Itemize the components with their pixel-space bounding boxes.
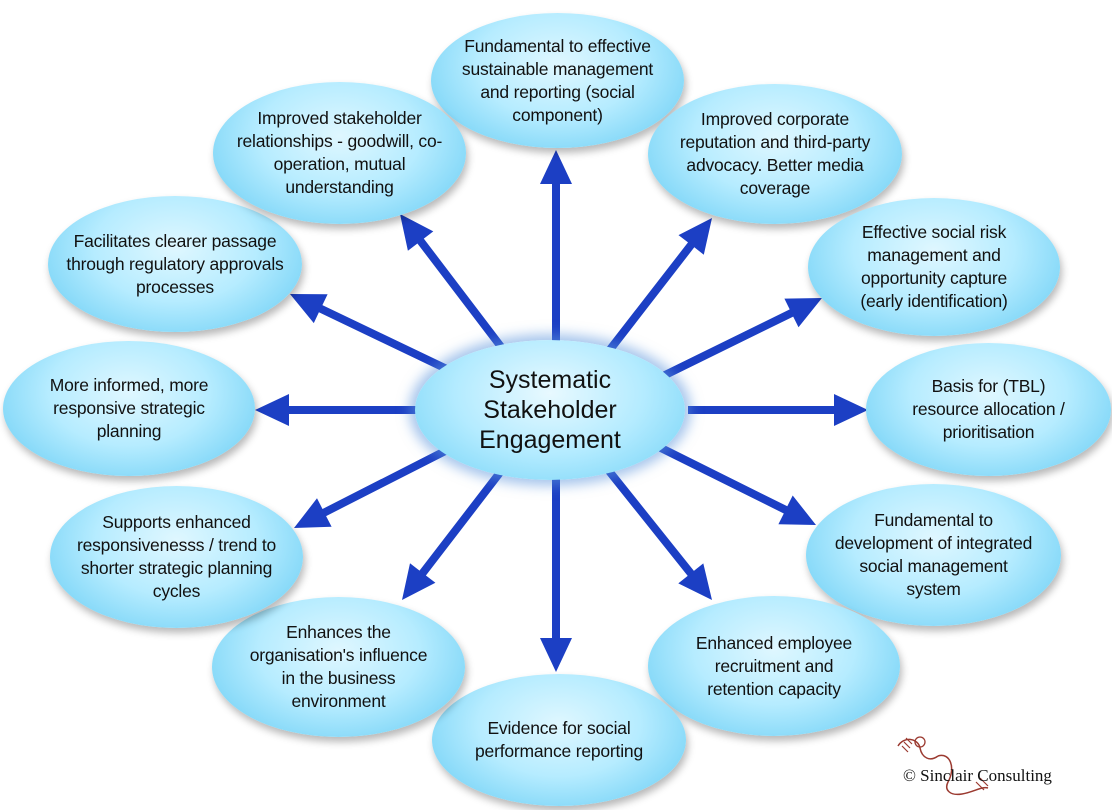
node-right-upper: Effective social risk management and opp… xyxy=(808,198,1060,336)
node-left-upper: Facilitates clearer passage through regu… xyxy=(48,196,302,332)
copyright-text: © Sinclair Consulting xyxy=(903,766,1052,785)
node-bottom-right: Enhanced employee recruitment and retent… xyxy=(648,596,900,736)
arrow-to-bottom xyxy=(540,472,572,672)
node-left-label: More informed, more responsive strategic… xyxy=(49,375,209,441)
node-right-lower: Fundamental to development of integrated… xyxy=(806,484,1061,626)
arrow-to-top-left xyxy=(400,214,509,355)
arrow-to-right-lower xyxy=(653,441,816,525)
node-left-upper-label: Facilitates clearer passage through regu… xyxy=(66,230,284,297)
arrow-to-right xyxy=(688,394,868,426)
node-top-right: Improved corporate reputation and third-… xyxy=(648,84,902,224)
sinclair-logo-icon xyxy=(897,736,989,796)
center-node-label: Systematic Stakeholder Engagement xyxy=(479,366,621,454)
node-bottom-left-label: Enhances the organisation's influence in… xyxy=(249,622,428,711)
node-top-left: Improved stakeholder relationships - goo… xyxy=(213,82,466,224)
node-bottom-left: Enhances the organisation's influence in… xyxy=(212,597,465,737)
node-top-left-label: Improved stakeholder relationships - goo… xyxy=(236,108,443,197)
node-right: Basis for (TBL) resource allocation / pr… xyxy=(866,343,1111,476)
node-top: Fundamental to effective sustainable man… xyxy=(431,13,684,148)
node-bottom-label: Evidence for social performance reportin… xyxy=(475,718,643,761)
arrow-to-right-upper xyxy=(653,298,822,384)
node-top-label: Fundamental to effective sustainable man… xyxy=(461,35,654,125)
node-left: More informed, more responsive strategic… xyxy=(3,341,255,476)
node-right-label: Basis for (TBL) resource allocation / pr… xyxy=(912,376,1065,442)
node-right-upper-label: Effective social risk management and opp… xyxy=(860,222,1008,311)
arrow-to-left-upper xyxy=(290,294,455,376)
node-bottom: Evidence for social performance reportin… xyxy=(432,674,686,806)
arrow-to-bottom-left xyxy=(402,463,509,600)
center-node: Systematic Stakeholder Engagement xyxy=(415,340,685,480)
node-left-lower: Supports enhanced responsivenesss / tren… xyxy=(50,486,303,628)
arrow-to-top-right xyxy=(601,218,712,359)
arrow-to-left xyxy=(255,394,418,426)
node-bottom-right-label: Enhanced employee recruitment and retent… xyxy=(695,632,853,699)
node-top-right-label: Improved corporate reputation and third-… xyxy=(679,109,871,198)
arrow-to-bottom-right xyxy=(601,463,712,600)
arrow-to-top xyxy=(540,150,572,352)
node-left-lower-label: Supports enhanced responsivenesss / tren… xyxy=(76,512,277,601)
node-right-lower-label: Fundamental to development of integrated… xyxy=(834,510,1033,599)
arrow-to-left-lower xyxy=(294,442,457,528)
